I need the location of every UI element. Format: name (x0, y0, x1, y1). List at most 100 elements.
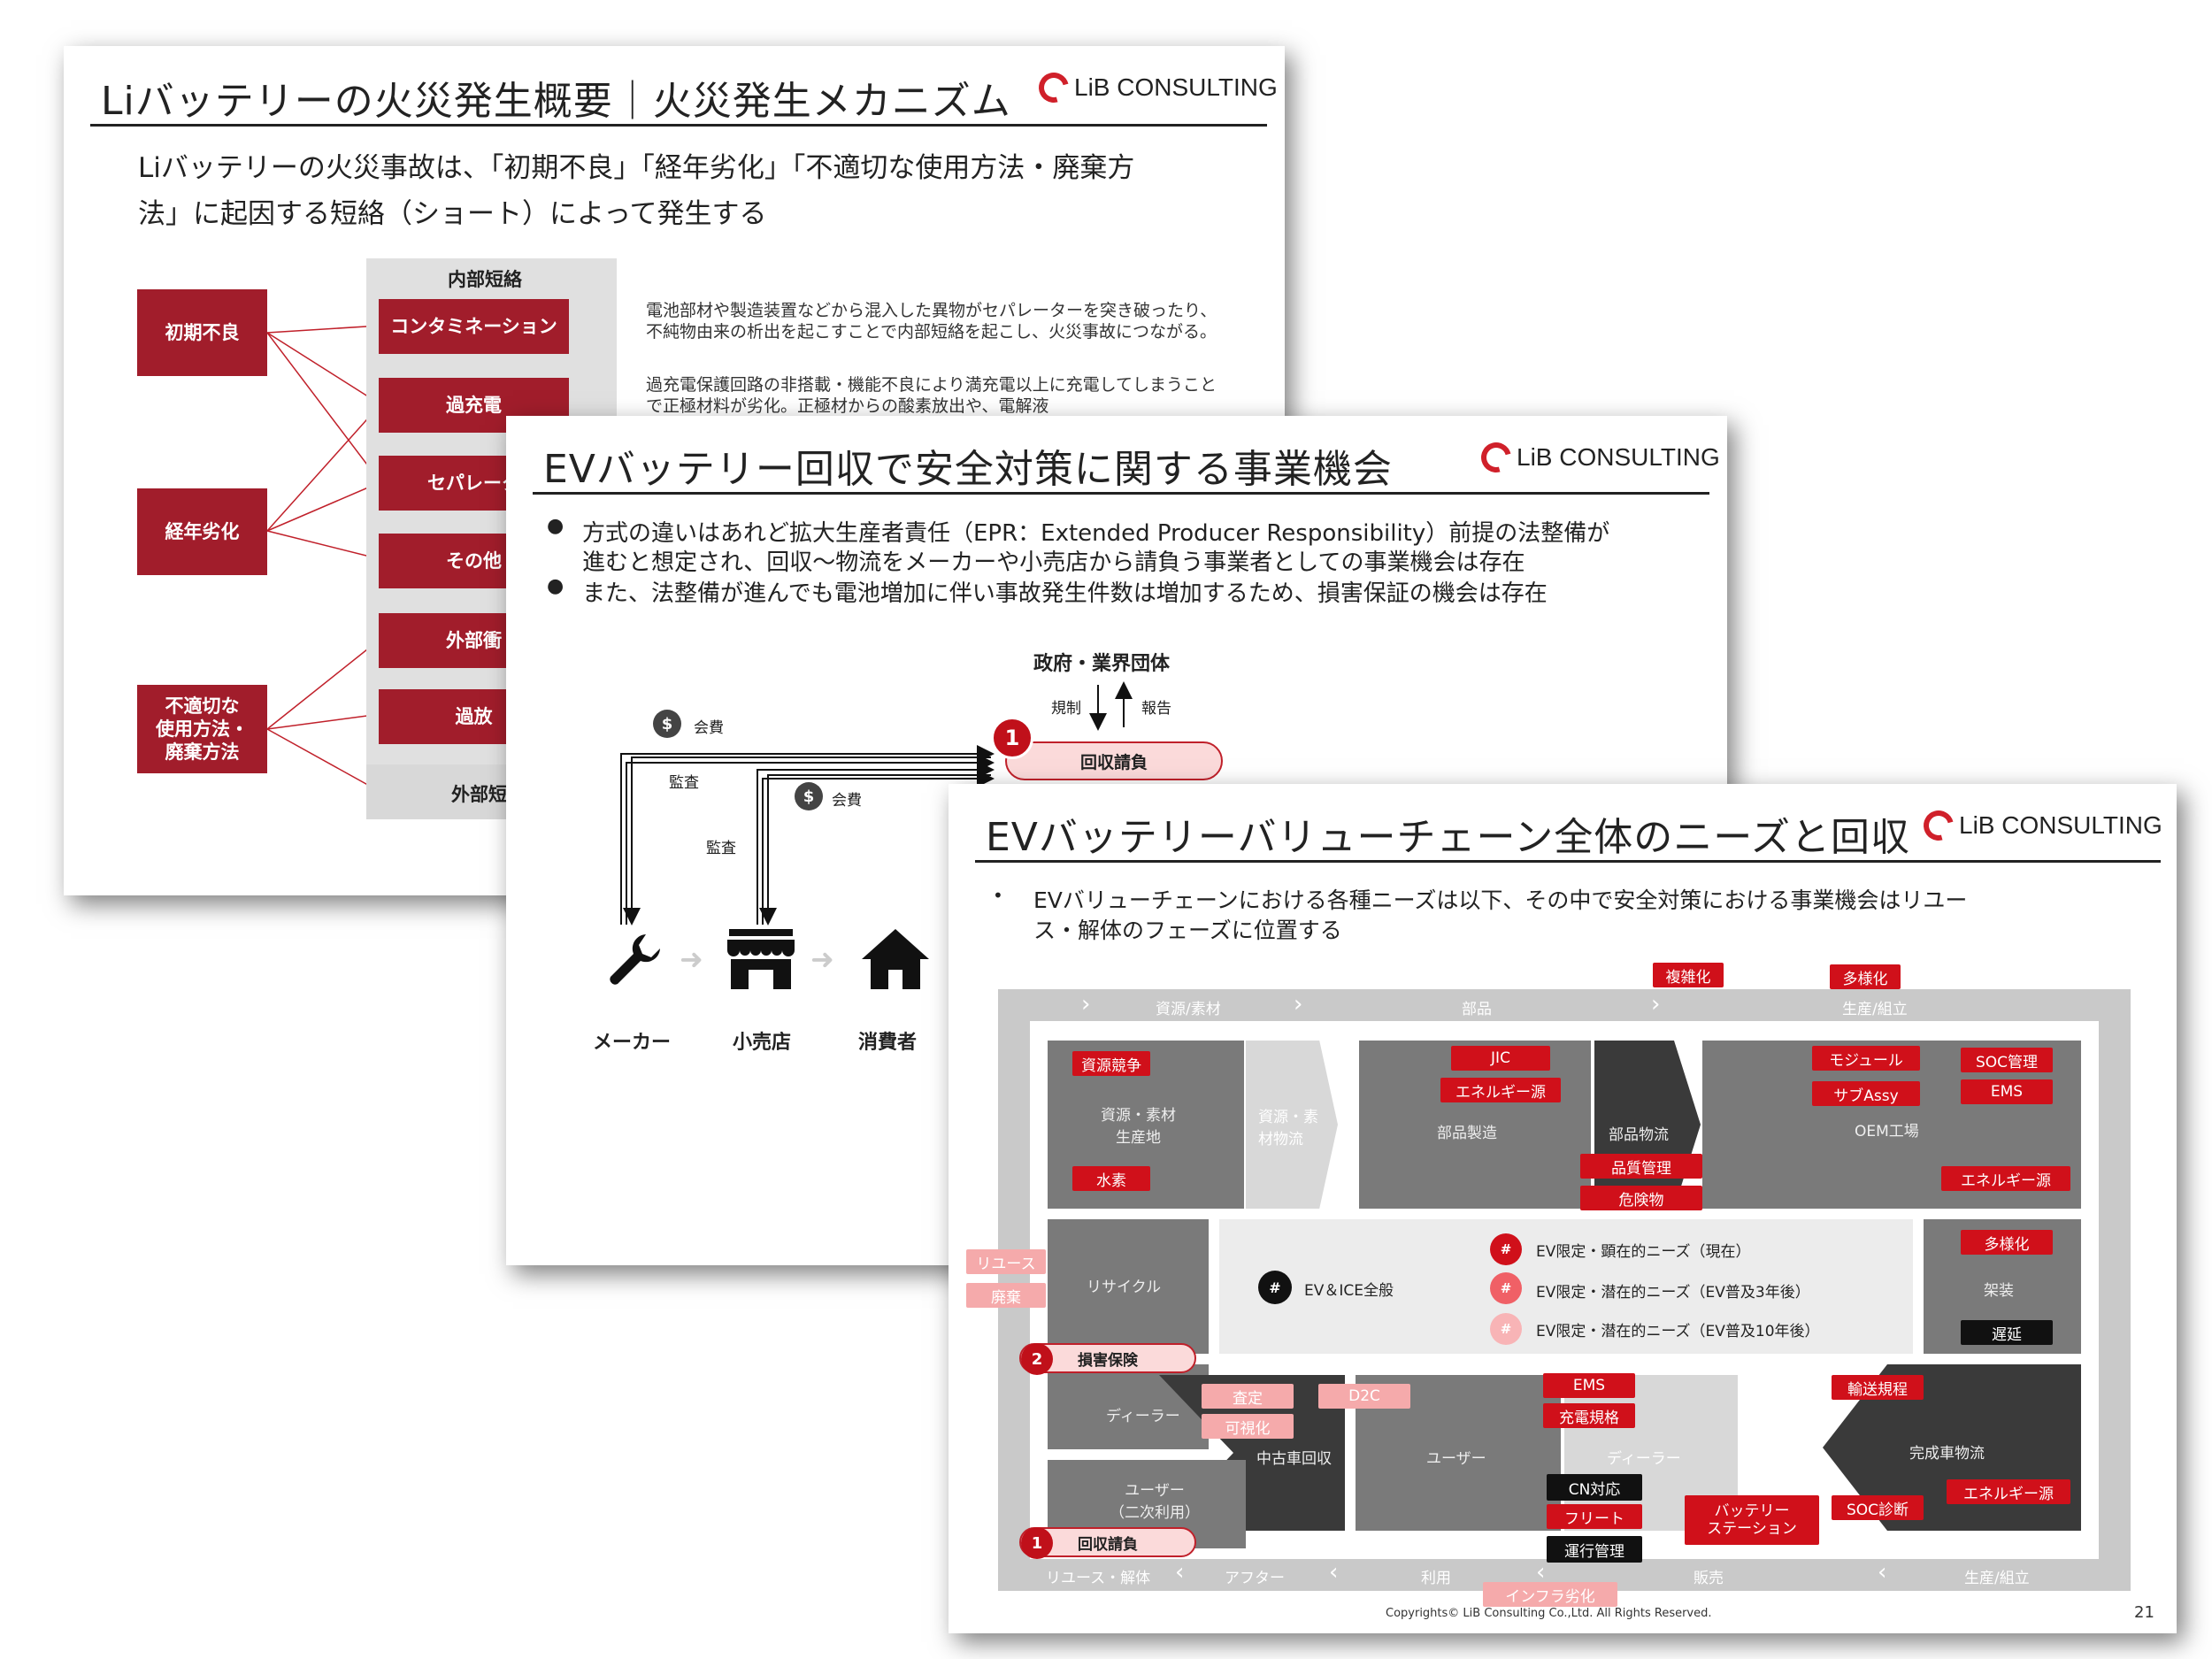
tag-visualize: 可視化 (1202, 1414, 1294, 1439)
cause-misuse: 不適切な 使用方法・ 廃棄方法 (137, 685, 267, 773)
company-logo: LiB CONSULTING (1475, 436, 1720, 479)
stage-chevron-icon: ‹ (1878, 1559, 1887, 1586)
bullet-line-2: ス・解体のフェーズに位置する (1033, 918, 1342, 943)
logo-text: LiB CONSULTING (1517, 443, 1720, 471)
tag-battery-station: バッテリー ステーション (1685, 1495, 1819, 1545)
tag-delay: 遅延 (1961, 1320, 2053, 1345)
tag-energy-source-3: エネルギー源 (1947, 1479, 2070, 1504)
logo-text: LiB CONSULTING (1074, 73, 1278, 101)
stage-chevron-icon: › (1081, 991, 1091, 1018)
bullet-1-line-2: 進むと想定され、回収〜物流をメーカーや小売店から請負う事業者としての事業機会は存… (582, 549, 1525, 576)
company-logo: LiB CONSULTING (1033, 66, 1278, 109)
external-short-header: 外部短 (451, 784, 507, 805)
title-rule (975, 860, 2161, 863)
tag-diverse-top: 多様化 (1830, 964, 1901, 989)
bottom-stage-use: 利用 (1421, 1570, 1451, 1587)
tag-complex: 複雑化 (1653, 963, 1724, 987)
tag-module: モジュール (1812, 1046, 1920, 1071)
bullet-2: また、法整備が進んでも電池増加に伴い事故発生件数は増加するため、損害保証の機会は… (582, 580, 1548, 607)
slide-title: EVバッテリーバリューチェーン全体のニーズと回収 (986, 815, 1911, 860)
logo-text: LiB CONSULTING (1959, 811, 2162, 839)
company-logo: LiB CONSULTING (1917, 804, 2162, 847)
tag-charge-standard: 充電規格 (1543, 1403, 1635, 1428)
legend-panel (1219, 1219, 1913, 1354)
tag-soc-mgmt: SOC管理 (1961, 1048, 2053, 1072)
collection-contract-pill: 回収請負 (1005, 741, 1223, 780)
tag-soc-diag: SOC診断 (1832, 1495, 1924, 1520)
regulation-label: 規制 (1051, 700, 1081, 718)
logo-mark-icon (1917, 804, 1960, 847)
tag-energy-source-2: エネルギー源 (1941, 1166, 2070, 1191)
dollar-icon: $ (653, 710, 681, 738)
bottom-stage-sales: 販売 (1694, 1570, 1724, 1587)
report-label: 報告 (1141, 700, 1171, 718)
tag-reuse: リユース (966, 1249, 1046, 1274)
stage-chevron-icon: › (1294, 991, 1303, 1018)
audit-label-2: 監査 (706, 840, 736, 857)
tag-diverse-right: 多様化 (1961, 1230, 2053, 1255)
legend-10year-icon: # (1490, 1313, 1522, 1345)
bullet-dot: ● (547, 515, 565, 537)
legend-current-label: EV限定・顕在的ニーズ（現在） (1536, 1243, 1751, 1261)
tag-transport-reg: 輸送規程 (1832, 1375, 1924, 1400)
copyright: Copyrights© LiB Consulting Co.,Ltd. All … (1386, 1607, 1712, 1620)
collection-contract-label: 回収請負 (1079, 752, 1148, 772)
tag-quality: 品質管理 (1580, 1154, 1702, 1179)
top-stage-resource: 資源/素材 (1156, 1001, 1221, 1018)
title-rule (533, 492, 1709, 495)
top-stage-parts: 部品 (1462, 1001, 1492, 1018)
tag-d2c: D2C (1318, 1384, 1410, 1409)
bottom-stage-after: アフター (1225, 1570, 1285, 1587)
retailer-label: 小売店 (733, 1032, 792, 1054)
tag-energy-source-1: エネルギー源 (1440, 1078, 1561, 1102)
tag-fleet: フリート (1547, 1504, 1642, 1529)
tag-jic: JIC (1451, 1046, 1550, 1071)
legend-3year-icon: # (1490, 1272, 1522, 1304)
tag-hydrogen: 水素 (1072, 1166, 1150, 1191)
bottom-stage-reuse: リユース・解体 (1046, 1570, 1151, 1587)
tag-ems-1: EMS (1961, 1079, 2053, 1104)
slide-value-chain: EVバッテリーバリューチェーン全体のニーズと回収 LiB CONSULTING … (949, 784, 2177, 1633)
government-label: 政府・業界団体 (1033, 653, 1171, 675)
block-dealer-left: ディーラー (1048, 1364, 1209, 1449)
fee-label-1: 会費 (694, 719, 724, 737)
page-number: 21 (2134, 1603, 2154, 1622)
bottom-stage-assembly: 生産/組立 (1964, 1570, 2030, 1587)
slide-title: Liバッテリーの火災発生概要｜火災発生メカニズム (101, 79, 1011, 124)
legend-all-label: EV＆ICE全般 (1304, 1282, 1394, 1300)
tag-disposal: 廃棄 (966, 1283, 1046, 1308)
tag-hazard: 危険物 (1580, 1186, 1702, 1210)
tag-infra: インフラ劣化 (1483, 1582, 1617, 1607)
maker-label: メーカー (593, 1032, 672, 1054)
title-rule (90, 124, 1267, 127)
slide-title: EVバッテリー回収で安全対策に関する事業機会 (543, 447, 1393, 492)
tag-cn: CN対応 (1547, 1474, 1642, 1501)
fee-label-2: 会費 (832, 792, 862, 810)
cause-initial-defect: 初期不良 (137, 289, 267, 376)
description-overcharge: 過充電保護回路の非搭載・機能不良により満充電以上に充電してしまうことで正極材料が… (646, 375, 1217, 416)
insurance-label: 損害保険 (1078, 1351, 1138, 1370)
legend-current-icon: # (1490, 1233, 1522, 1265)
block-recycle: リサイクル (1048, 1219, 1209, 1354)
internal-short-header: 内部短絡 (448, 269, 522, 290)
consumer-label: 消費者 (858, 1032, 918, 1054)
stage-chevron-icon: › (1651, 991, 1661, 1018)
flow-arrow-icon: ➜ (810, 942, 834, 976)
wrench-icon (610, 934, 660, 985)
block-resource-logistics: 資源・素 材物流 (1246, 1041, 1338, 1209)
bullet-dot: ● (547, 575, 565, 597)
intro-line-2: 法」に起因する短絡（ショート）によって発生する (138, 198, 767, 230)
bullet-1-line-1: 方式の違いはあれど拡大生産者責任（EPR：Extended Producer R… (582, 520, 1610, 547)
store-icon (727, 929, 795, 989)
tag-operation: 運行管理 (1547, 1536, 1642, 1563)
internal-item-contamination: コンタミネーション (379, 299, 569, 354)
legend-all-icon: # (1258, 1271, 1292, 1304)
tag-subassy: サブAssy (1812, 1081, 1920, 1106)
dollar-icon: $ (795, 782, 823, 810)
cause-aging: 経年劣化 (137, 488, 267, 575)
legend-3year-label: EV限定・潜在的ニーズ（EV普及3年後） (1536, 1284, 1810, 1302)
top-stage-assembly: 生産/組立 (1842, 1001, 1908, 1018)
intro-line-1: Liバッテリーの火災事故は、「初期不良」「経年劣化」「不適切な使用方法・廃棄方 (138, 152, 1135, 184)
bullet-line-1: EVバリューチェーンにおける各種ニーズは以下、その中で安全対策における事業機会は… (1033, 887, 1968, 913)
stage-chevron-icon: ‹ (1175, 1559, 1185, 1586)
